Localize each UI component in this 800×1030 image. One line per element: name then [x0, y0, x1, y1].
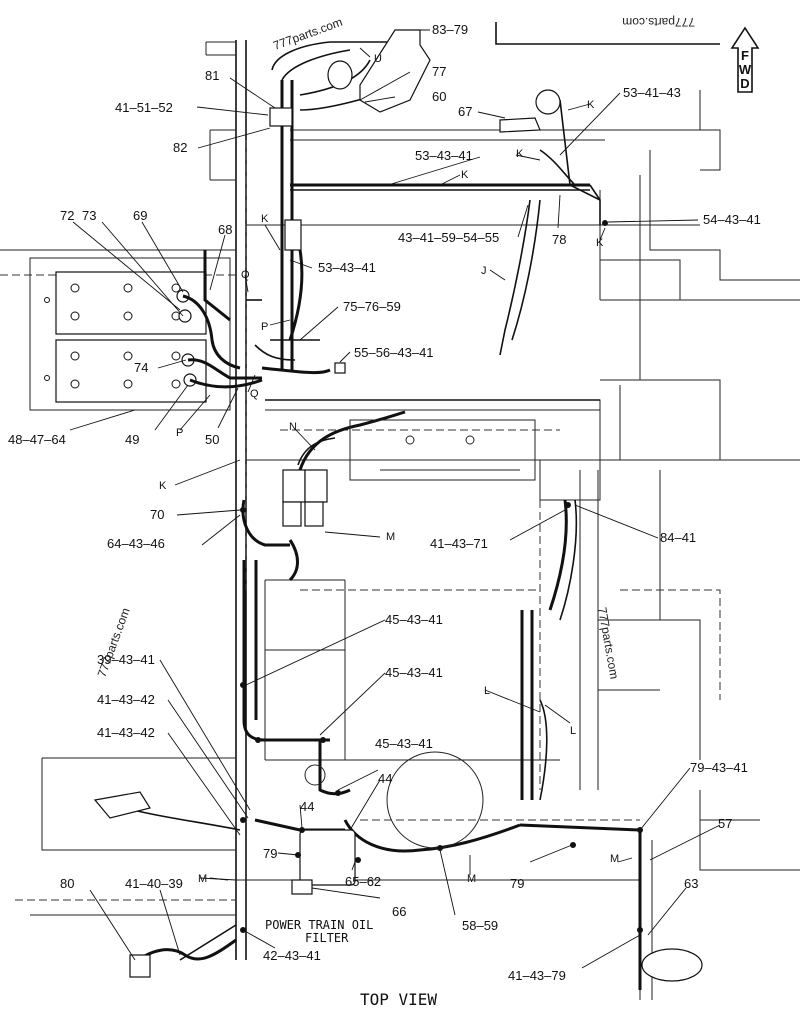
callout: 41–43–42 [97, 692, 155, 707]
callout: 72 [60, 208, 74, 223]
view-title: TOP VIEW [360, 990, 437, 1009]
callout: 77 [432, 64, 446, 79]
fwd-letter-f: F [741, 48, 749, 63]
callout: K [516, 148, 524, 160]
callout: 41–40–39 [125, 876, 183, 891]
callout: P [261, 321, 268, 333]
callout: 70 [150, 507, 164, 522]
callout: K [159, 480, 167, 492]
callout: 60 [432, 89, 446, 104]
frame-outlines [0, 22, 800, 1000]
callout: 57 [718, 816, 732, 831]
callout: 41–43–71 [430, 536, 488, 551]
callout: 39–43–41 [97, 652, 155, 667]
callout: 79 [263, 846, 277, 861]
cable-runs [99, 41, 642, 990]
callout: M [386, 531, 395, 543]
part-77 [359, 29, 431, 113]
callout: Q [241, 269, 250, 281]
part-70-b [304, 469, 328, 503]
callout: 41–43–79 [508, 968, 566, 983]
part-80 [129, 954, 151, 978]
callout: K [587, 99, 595, 111]
callout: 82 [173, 140, 187, 155]
callout: L [484, 685, 490, 697]
callout: 41–51–52 [115, 100, 173, 115]
fwd-letter-d: D [740, 76, 749, 91]
watermark: 777parts.com [271, 15, 344, 53]
callout: 50 [205, 432, 219, 447]
callout: L [570, 725, 576, 737]
leader-lines [69, 29, 721, 969]
filter-caption-line1: POWER TRAIN OIL [265, 918, 373, 932]
callout: 53–43–41 [318, 260, 376, 275]
callout: 58–59 [462, 918, 498, 933]
part-81 [269, 107, 293, 127]
callout: 79–43–41 [690, 760, 748, 775]
watermark: 777parts.com [595, 606, 621, 680]
battery-upper [55, 271, 207, 335]
part-u [327, 60, 353, 90]
terminal-73 [178, 309, 192, 323]
callout: 65–62 [345, 874, 381, 889]
power-train-oil-filter [299, 829, 356, 886]
callout: 43–41–59–54–55 [398, 230, 499, 245]
callout: 67 [458, 104, 472, 119]
filter-caption-line2: FILTER [305, 931, 349, 945]
callout: 68 [218, 222, 232, 237]
callout: P [176, 427, 183, 439]
callout: 81 [205, 68, 219, 83]
components [93, 29, 703, 982]
callout: M [198, 873, 207, 885]
callout: 54–43–41 [703, 212, 761, 227]
callout: 79 [510, 876, 524, 891]
callout: 53–41–43 [623, 85, 681, 100]
battery-terminals [44, 283, 181, 389]
callout: 44 [378, 771, 392, 786]
part-63 [641, 948, 703, 982]
callout: 83–79 [432, 22, 468, 37]
callout: 80 [60, 876, 74, 891]
watermark: 777parts.com [622, 15, 695, 29]
callout: 64–43–46 [107, 536, 165, 551]
callout: 63 [684, 876, 698, 891]
callout: 69 [133, 208, 147, 223]
callout: 44 [300, 799, 314, 814]
callout: 48–47–64 [8, 432, 66, 447]
callout: 74 [134, 360, 148, 375]
callout: U [374, 53, 382, 65]
callout: K [596, 237, 604, 249]
callout: N [289, 421, 297, 433]
watermark: 777parts.com [95, 606, 133, 679]
callout: M [610, 853, 619, 865]
fwd-arrow: F W D [730, 26, 760, 93]
callout: 84–41 [660, 530, 696, 545]
callout: 45–43–41 [375, 736, 433, 751]
callout: 45–43–41 [385, 665, 443, 680]
callout: 66 [392, 904, 406, 919]
callout: 53–43–41 [415, 148, 473, 163]
callout-labels: 83–79 U 81 77 41–51–52 60 67 53–41–43 K … [8, 22, 761, 983]
callout: 73 [82, 208, 96, 223]
callout: M [467, 873, 476, 885]
battery-box [29, 257, 231, 411]
part-70-a [282, 469, 306, 503]
callout: K [261, 213, 269, 225]
callout: 78 [552, 232, 566, 247]
callout: J [481, 265, 487, 277]
callout: 45–43–41 [385, 612, 443, 627]
fwd-letter-w: W [739, 62, 752, 77]
battery-lower [55, 339, 207, 403]
callout: 41–43–42 [97, 725, 155, 740]
callout: 75–76–59 [343, 299, 401, 314]
tank-circle [386, 751, 484, 849]
callout: 55–56–43–41 [354, 345, 434, 360]
callout: 49 [125, 432, 139, 447]
callout: K [461, 169, 469, 181]
callout: Q [250, 388, 259, 400]
part-67 [535, 89, 561, 115]
callout: 42–43–41 [263, 948, 321, 963]
